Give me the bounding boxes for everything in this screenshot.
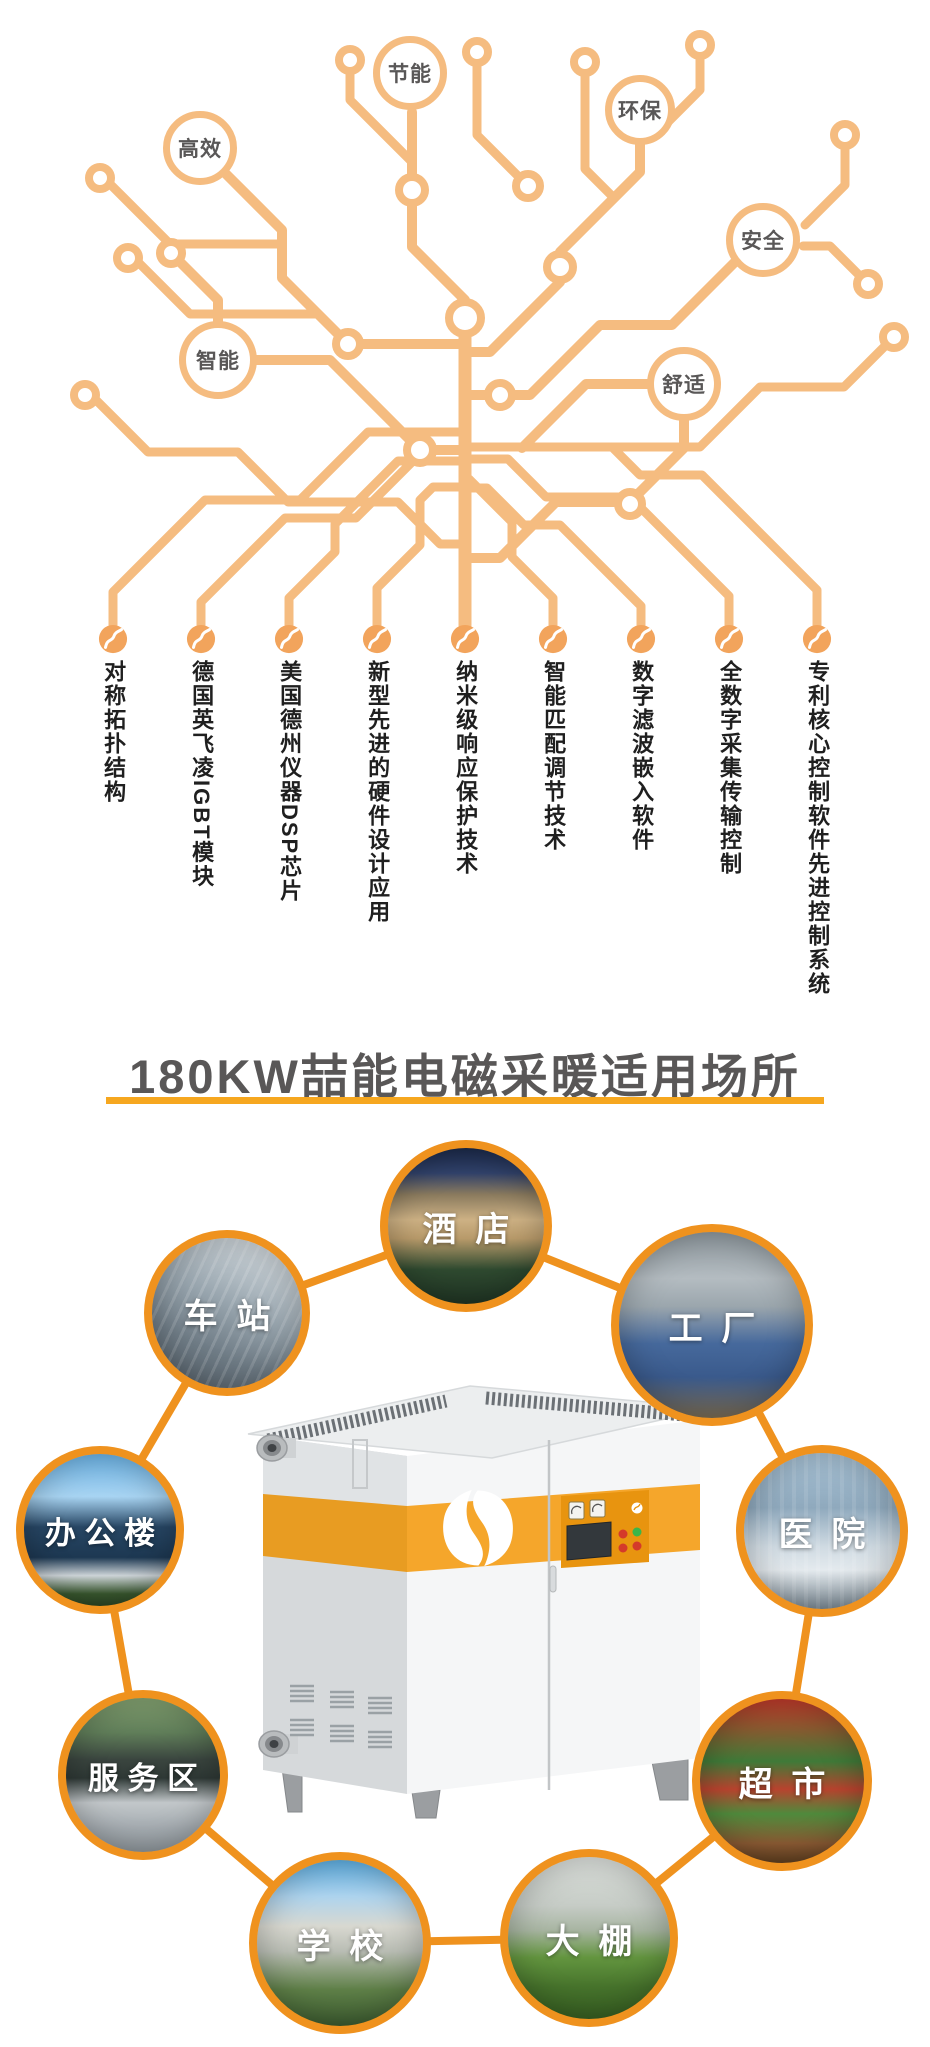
tree-node-intelligent: 智能 xyxy=(179,321,257,399)
circuit-tree-graphic xyxy=(70,30,909,632)
feature-text: 全数字采集传输控制 xyxy=(717,660,743,876)
scene-circle-factory: 工厂 xyxy=(611,1224,813,1426)
machine-pipe-flange xyxy=(256,1434,298,1758)
feature-text: 对称拓扑结构 xyxy=(101,660,127,804)
feature-text: 美国德州仪器DSP芯片 xyxy=(277,660,303,904)
feature-item: 德国英飞凌IGBT模块 xyxy=(151,624,251,894)
tree-node-label: 环保 xyxy=(618,100,662,123)
scene-circle-greenhouse: 大棚 xyxy=(500,1849,678,2027)
feature-item: 对称拓扑结构 xyxy=(63,624,163,809)
tree-node-label: 安全 xyxy=(741,230,785,253)
bean-logo-icon xyxy=(802,624,832,654)
feature-item: 智能匹配调节技术 xyxy=(503,624,603,857)
tree-node-high-efficiency: 高效 xyxy=(163,111,237,185)
feature-text: 新型先进的硬件设计应用 xyxy=(365,660,391,924)
bean-logo-icon xyxy=(362,624,392,654)
tree-node-label: 节能 xyxy=(388,63,432,86)
feature-item: 数字滤波嵌入软件 xyxy=(591,624,691,857)
bean-logo-icon xyxy=(626,624,656,654)
feature-text: 德国英飞凌IGBT模块 xyxy=(189,660,215,889)
product-machine-image xyxy=(247,1385,715,1819)
tree-node-label: 舒适 xyxy=(662,374,706,397)
scene-circle-service-area: 服务区 xyxy=(58,1690,228,1860)
bean-logo-icon xyxy=(714,624,744,654)
bean-logo-icon xyxy=(98,624,128,654)
feature-item: 全数字采集传输控制 xyxy=(679,624,779,881)
feature-text: 数字滤波嵌入软件 xyxy=(629,660,655,852)
tree-node-label: 智能 xyxy=(196,350,240,373)
scene-circle-hotel: 酒店 xyxy=(380,1140,552,1312)
tree-node-energy-saving: 节能 xyxy=(373,36,447,110)
feature-item: 纳米级响应保护技术 xyxy=(415,624,515,881)
scene-label: 工厂 xyxy=(668,1309,775,1348)
feature-text: 纳米级响应保护技术 xyxy=(453,660,479,876)
scene-label: 酒店 xyxy=(422,1210,529,1249)
machine-control-panel xyxy=(561,1490,649,1568)
machine-vent-grille xyxy=(290,1684,392,1749)
scene-label: 服务区 xyxy=(87,1760,207,1796)
scene-label: 超市 xyxy=(738,1765,845,1804)
bean-logo-icon xyxy=(186,624,216,654)
scene-circle-school: 学校 xyxy=(249,1852,431,2034)
bean-logo-icon xyxy=(450,624,480,654)
feature-item: 新型先进的硬件设计应用 xyxy=(327,624,427,929)
scene-label: 大棚 xyxy=(545,1922,652,1961)
bean-logo-icon xyxy=(538,624,568,654)
scene-circle-office-building: 办公楼 xyxy=(16,1446,184,1614)
scene-label: 医院 xyxy=(778,1515,885,1554)
feature-text: 专利核心控制软件先进控制系统 xyxy=(805,660,831,996)
title-underline xyxy=(106,1097,824,1104)
tree-node-comfort: 舒适 xyxy=(647,347,721,421)
feature-item: 专利核心控制软件先进控制系统 xyxy=(767,624,867,1001)
scene-label: 车站 xyxy=(183,1297,290,1336)
tree-node-label: 高效 xyxy=(178,138,222,161)
bean-logo-icon xyxy=(274,624,304,654)
feature-text: 智能匹配调节技术 xyxy=(541,660,567,852)
machine-leaf-logo-icon xyxy=(443,1489,513,1567)
scene-label: 办公楼 xyxy=(44,1515,164,1551)
section-title-wrap: 180KW喆能电磁采暖适用场所 xyxy=(0,1038,930,1107)
scene-circle-supermarket: 超市 xyxy=(692,1691,872,1871)
section-title: 180KW喆能电磁采暖适用场所 xyxy=(129,1050,801,1103)
scene-circle-station: 车站 xyxy=(144,1230,310,1396)
tree-node-eco-friendly: 环保 xyxy=(605,75,675,145)
tree-node-safety: 安全 xyxy=(726,203,800,277)
scene-label: 学校 xyxy=(296,1927,403,1966)
scene-circle-hospital: 医院 xyxy=(736,1445,908,1617)
feature-item: 美国德州仪器DSP芯片 xyxy=(239,624,339,908)
